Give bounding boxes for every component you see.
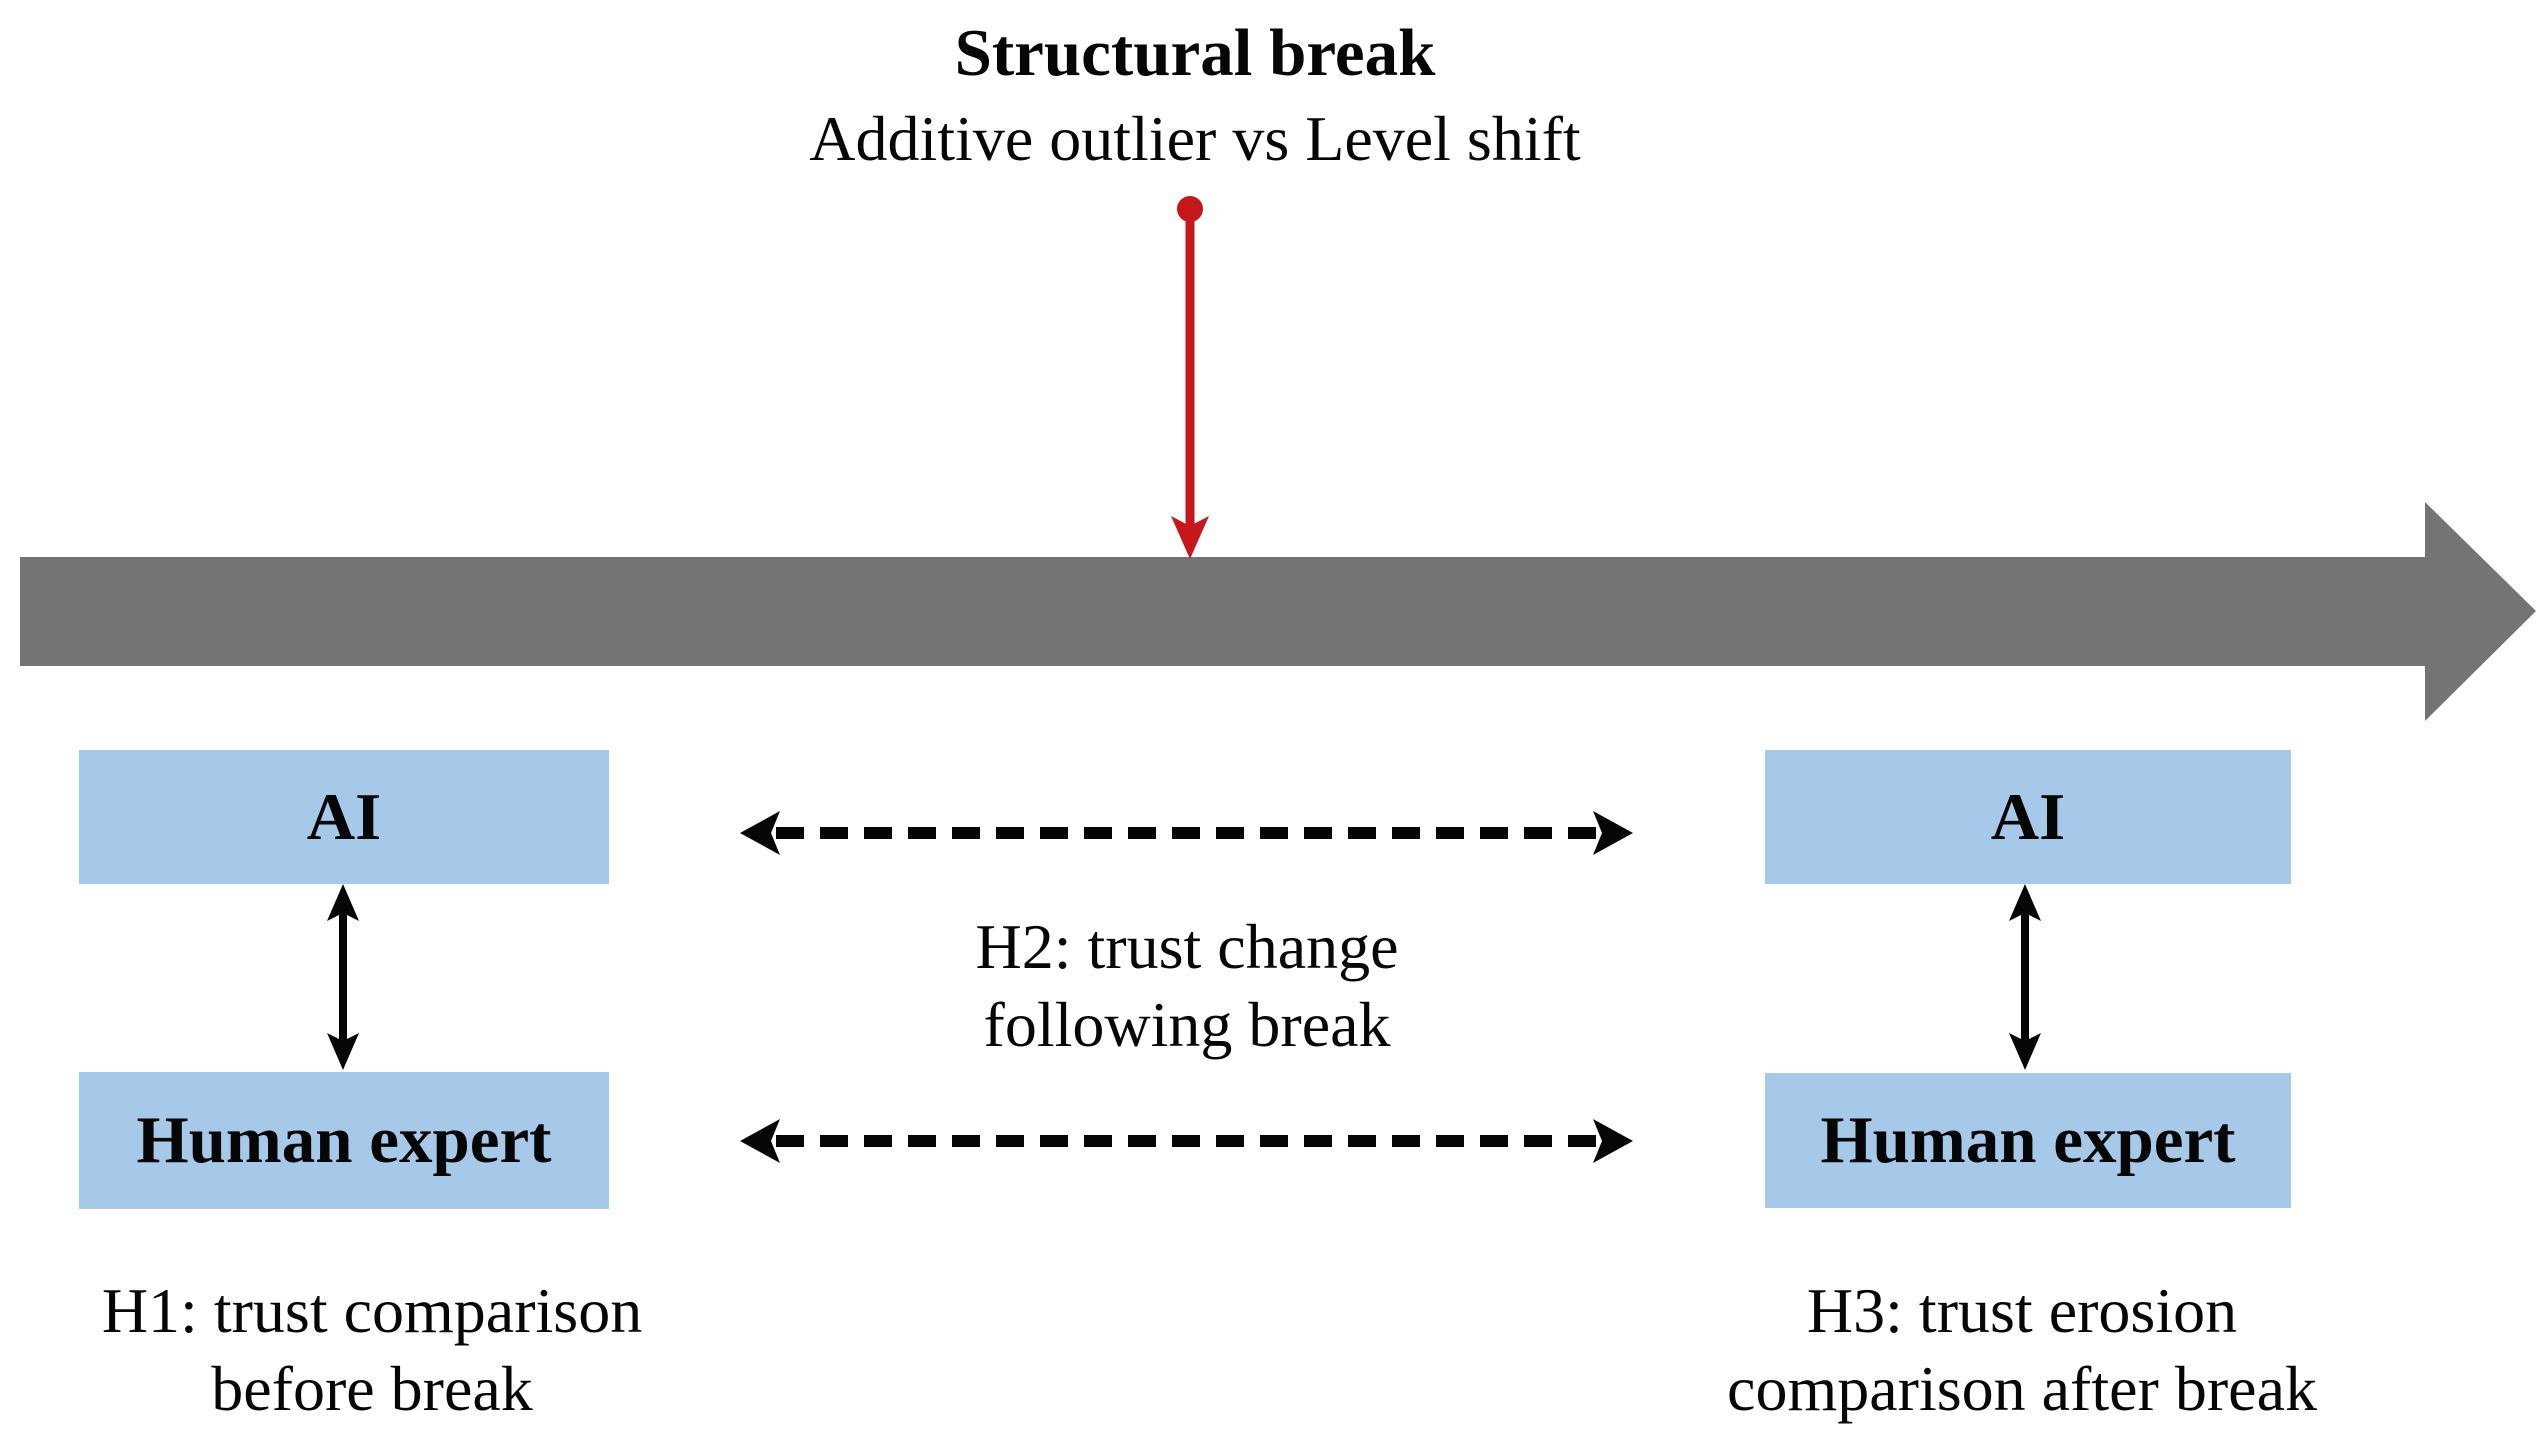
h2-caption: H2: trust change following break xyxy=(737,908,1637,1064)
human-expert-box-after-label: Human expert xyxy=(1820,1103,2236,1177)
ai-box-after-label: AI xyxy=(1990,779,2066,854)
h3-caption-line1: H3: trust erosion xyxy=(1806,1275,2238,1346)
h2-caption-line1: H2: trust change xyxy=(975,911,1399,982)
human-expert-box-after: Human expert xyxy=(1765,1073,2291,1208)
timeline-right-arrow-icon xyxy=(20,502,2536,721)
figure-title-block: Structural break Additive outlier vs Lev… xyxy=(395,10,1995,182)
structural-break-subtitle: Additive outlier vs Level shift xyxy=(809,103,1581,174)
h1-caption-line2: before break xyxy=(211,1353,533,1424)
ai-box-after: AI xyxy=(1765,750,2291,884)
human-expert-box-before-label: Human expert xyxy=(136,1103,552,1177)
h3-caption: H3: trust erosion comparison after break xyxy=(1672,1272,2372,1428)
trust-link-after-vertical-double-arrow-icon xyxy=(2009,884,2041,1070)
h1-caption-line1: H1: trust comparison xyxy=(101,1275,643,1346)
h1-caption: H1: trust comparison before break xyxy=(22,1272,722,1428)
structural-break-title: Structural break xyxy=(954,16,1436,90)
break-marker-down-arrow-icon xyxy=(1171,196,1209,559)
ai-box-before-label: AI xyxy=(306,779,382,854)
h2-bottom-dashed-double-arrow-icon xyxy=(740,1119,1633,1163)
h2-top-dashed-double-arrow-icon xyxy=(740,811,1633,855)
human-expert-box-before: Human expert xyxy=(79,1072,609,1209)
ai-box-before: AI xyxy=(79,750,609,884)
trust-link-before-vertical-double-arrow-icon xyxy=(327,884,359,1070)
h3-caption-line2: comparison after break xyxy=(1727,1353,2317,1424)
h2-caption-line2: following break xyxy=(983,989,1391,1060)
